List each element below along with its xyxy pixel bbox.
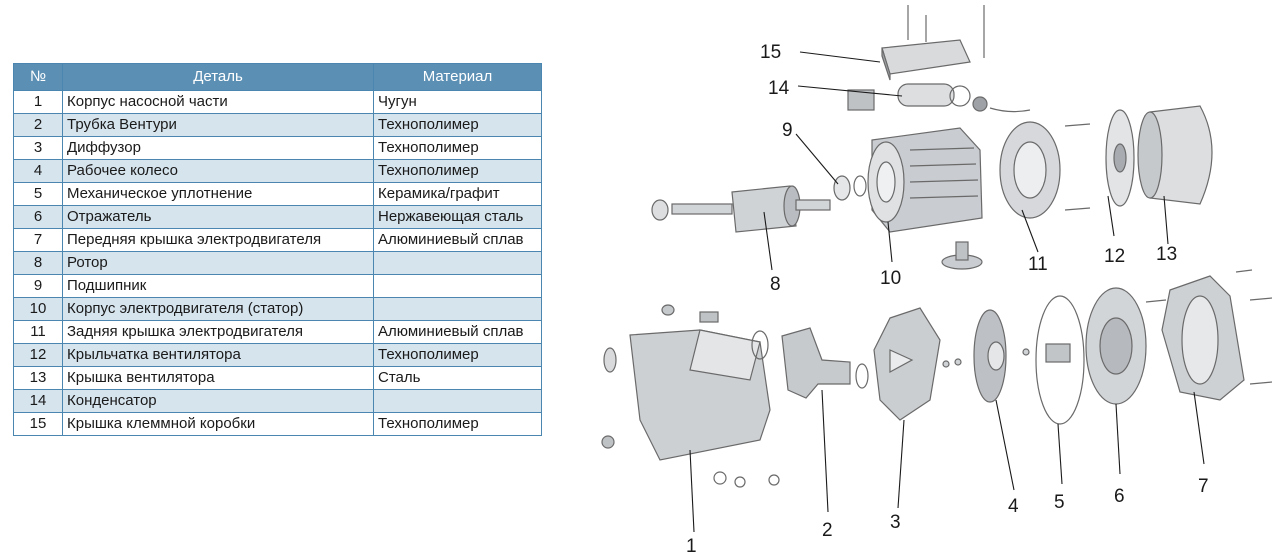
row-num: 8 (13, 251, 63, 275)
row-part: Трубка Вентури (62, 113, 374, 137)
header-num: № (13, 63, 63, 91)
header-part: Деталь (62, 63, 374, 91)
row-part: Задняя крышка электродвигателя (62, 320, 374, 344)
row-material: Технополимер (373, 113, 542, 137)
callout-10: 10 (880, 268, 901, 289)
callout-6: 6 (1114, 486, 1125, 507)
row-num: 4 (13, 159, 63, 183)
row-num: 9 (13, 274, 63, 298)
row-part: Диффузор (62, 136, 374, 160)
callout-13: 13 (1156, 244, 1177, 265)
callout-5: 5 (1054, 492, 1065, 513)
row-part: Передняя крышка электродвигателя (62, 228, 374, 252)
callout-labels: 1 2 3 4 5 6 7 8 9 10 11 12 13 14 15 (686, 42, 1209, 557)
row-material (373, 274, 542, 298)
row-num: 12 (13, 343, 63, 367)
row-material: Чугун (373, 90, 542, 114)
row-material (373, 251, 542, 275)
row-part: Корпус электродвигателя (статор) (62, 297, 374, 321)
motor-body-stator (867, 127, 983, 270)
header-material: Материал (373, 63, 542, 91)
row-material (373, 389, 542, 413)
row-part: Механическое уплотнение (62, 182, 374, 206)
callout-2: 2 (822, 520, 833, 541)
fan-cover (1137, 105, 1213, 205)
row-material: Технополимер (373, 343, 542, 367)
bearing (833, 175, 867, 201)
row-num: 10 (13, 297, 63, 321)
row-part: Корпус насосной части (62, 90, 374, 114)
row-part: Крыльчатка вентилятора (62, 343, 374, 367)
rear-motor-cover (999, 121, 1091, 219)
callout-9: 9 (782, 120, 793, 141)
mechanical-seal (1035, 295, 1085, 425)
row-num: 7 (13, 228, 63, 252)
row-part: Рабочее колесо (62, 159, 374, 183)
callout-14: 14 (768, 78, 790, 99)
impeller (973, 309, 1030, 403)
callout-12: 12 (1104, 246, 1125, 267)
exploded-pump-diagram: 1 2 3 4 5 6 7 8 9 10 11 12 13 14 15 (601, 5, 1273, 557)
row-num: 5 (13, 182, 63, 206)
row-num: 3 (13, 136, 63, 160)
row-num: 1 (13, 90, 63, 114)
callout-15: 15 (760, 42, 781, 63)
row-material: Алюминиевый сплав (373, 320, 542, 344)
row-material: Алюминиевый сплав (373, 228, 542, 252)
callout-8: 8 (770, 274, 781, 295)
diffuser (873, 307, 962, 421)
row-material: Керамика/графит (373, 182, 542, 206)
callout-3: 3 (890, 512, 901, 533)
capacitor (847, 83, 1031, 113)
row-material: Технополимер (373, 412, 542, 436)
row-part: Конденсатор (62, 389, 374, 413)
row-material: Нержавеющая сталь (373, 205, 542, 229)
row-num: 14 (13, 389, 63, 413)
table-header-row: № Деталь Материал (13, 63, 542, 91)
front-motor-cover (1145, 269, 1273, 401)
row-part: Крышка вентилятора (62, 366, 374, 390)
leader-lines (689, 51, 1205, 533)
row-part: Отражатель (62, 205, 374, 229)
callout-1: 1 (686, 536, 697, 557)
terminal-box-cover (881, 5, 985, 81)
callout-7: 7 (1198, 476, 1209, 497)
pump-body (601, 304, 780, 488)
rotor (651, 185, 831, 233)
callout-11: 11 (1028, 254, 1048, 275)
row-material: Технополимер (373, 136, 542, 160)
row-material (373, 297, 542, 321)
row-part: Подшипник (62, 274, 374, 298)
row-num: 11 (13, 320, 63, 344)
row-material: Сталь (373, 366, 542, 390)
row-material: Технополимер (373, 159, 542, 183)
row-num: 13 (13, 366, 63, 390)
callout-4: 4 (1008, 496, 1019, 517)
row-part: Ротор (62, 251, 374, 275)
row-num: 2 (13, 113, 63, 137)
venturi-tube (781, 327, 869, 399)
slinger (1085, 287, 1147, 405)
row-num: 15 (13, 412, 63, 436)
fan-impeller (1105, 109, 1135, 207)
row-part: Крышка клеммной коробки (62, 412, 374, 436)
row-num: 6 (13, 205, 63, 229)
